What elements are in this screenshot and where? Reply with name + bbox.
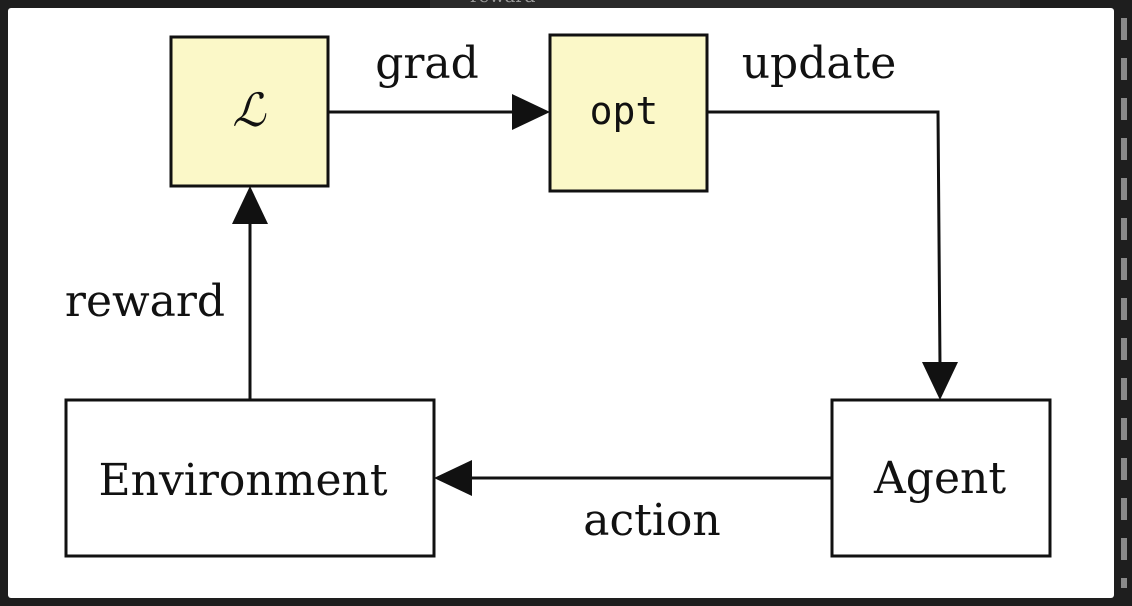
opt-label: opt bbox=[590, 89, 659, 133]
dashed-divider bbox=[1121, 18, 1127, 588]
action-label: action bbox=[583, 495, 720, 546]
update-arrowhead bbox=[922, 362, 958, 400]
top-strip bbox=[430, 0, 1020, 10]
loss-label: ℒ bbox=[232, 83, 266, 137]
agent-label: Agent bbox=[873, 453, 1006, 504]
cropped-top-label: reward bbox=[470, 0, 536, 7]
reward-arrowhead bbox=[232, 186, 268, 224]
environment-box bbox=[64, 398, 436, 558]
update-label: update bbox=[742, 38, 897, 89]
reward-label: reward bbox=[65, 276, 225, 327]
update-arrow bbox=[707, 110, 942, 367]
grad-label: grad bbox=[375, 38, 479, 89]
opt-box bbox=[548, 33, 709, 193]
environment-label: Environment bbox=[98, 455, 387, 506]
grad-arrowhead bbox=[512, 94, 550, 130]
action-arrowhead bbox=[434, 460, 472, 496]
loss-box bbox=[169, 35, 330, 188]
